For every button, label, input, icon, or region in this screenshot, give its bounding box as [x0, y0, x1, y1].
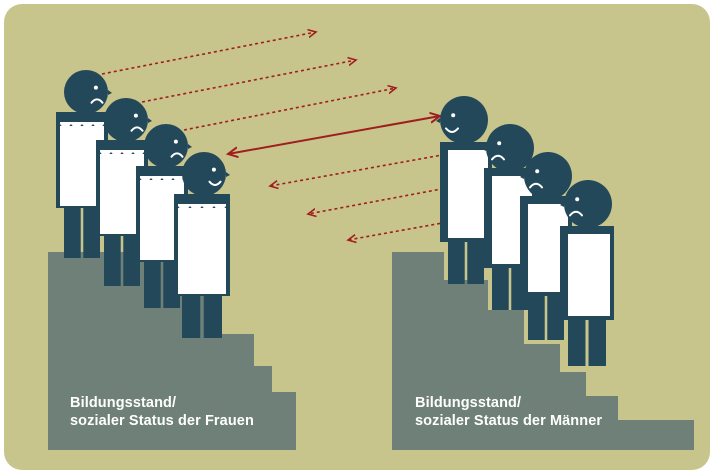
- leg: [204, 294, 222, 338]
- dress: [178, 208, 226, 294]
- leg: [182, 294, 200, 338]
- dotted-arrow-icon: [184, 88, 396, 130]
- dotted-arrow-icon: [102, 32, 316, 74]
- dotted-arrow-icon: [142, 60, 356, 102]
- head: [144, 124, 188, 168]
- leg: [492, 266, 509, 310]
- leg: [568, 318, 585, 366]
- head: [524, 152, 572, 200]
- leg: [467, 240, 484, 284]
- leg: [64, 206, 81, 258]
- men-figure: [436, 96, 492, 284]
- head: [564, 180, 612, 228]
- leg: [448, 240, 465, 284]
- leg: [104, 234, 121, 286]
- leg: [144, 260, 161, 308]
- caption-men-line1: Bildungsstand/: [415, 394, 602, 412]
- shirt: [448, 150, 488, 238]
- caption-women-line1: Bildungsstand/: [70, 394, 254, 412]
- shirt: [568, 234, 610, 316]
- head: [182, 152, 226, 196]
- men-figure: [560, 180, 614, 366]
- caption-women: Bildungsstand/ sozialer Status der Fraue…: [70, 394, 254, 430]
- caption-men-line2: sozialer Status der Männer: [415, 412, 602, 430]
- double-arrow-icon: [228, 116, 440, 154]
- illustration-panel: Bildungsstand/ sozialer Status der Fraue…: [4, 4, 710, 470]
- head: [104, 98, 148, 142]
- head: [440, 96, 488, 144]
- caption-women-line2: sozialer Status der Frauen: [70, 412, 254, 430]
- head: [64, 70, 108, 114]
- caption-men: Bildungsstand/ sozialer Status der Männe…: [415, 394, 602, 430]
- leg: [589, 318, 606, 366]
- leg: [528, 294, 545, 340]
